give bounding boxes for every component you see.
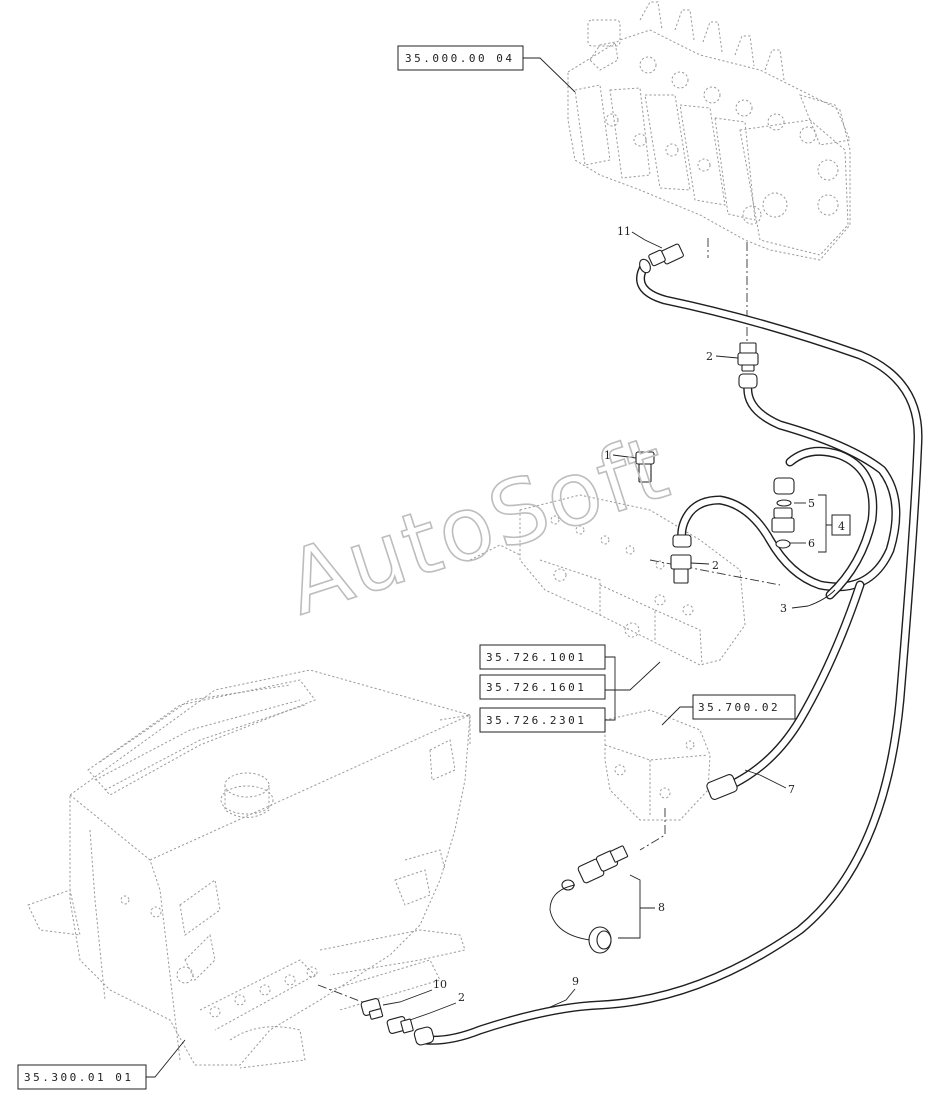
fitting-11: [639, 243, 684, 274]
svg-text:1: 1: [604, 449, 611, 462]
ref-box-mount-c[interactable]: 35.726.2301: [479, 707, 606, 733]
coupler-mount-block: [604, 709, 711, 821]
callout-10: 10: [382, 978, 447, 1006]
svg-text:35.726.1601: 35.726.1601: [486, 681, 586, 694]
ref-box-mount-a[interactable]: 35.726.1001: [479, 644, 606, 670]
leader-mounts: [605, 656, 661, 721]
svg-text:2: 2: [458, 991, 465, 1004]
fitting-2-mid: [670, 534, 692, 584]
callout-1: 1: [604, 449, 637, 462]
svg-text:35.726.1001: 35.726.1001: [486, 651, 586, 664]
ref-box-tank[interactable]: 35.300.01 01: [17, 1064, 147, 1090]
hose-return-long: [420, 260, 923, 1045]
callout-3: 3: [780, 589, 836, 615]
ref-box-mount-b[interactable]: 35.726.1601: [479, 674, 606, 700]
svg-text:2: 2: [706, 350, 713, 363]
callout-8: 8: [618, 874, 665, 939]
callout-7: 7: [744, 769, 795, 796]
svg-text:35.000.00 04: 35.000.00 04: [405, 52, 514, 65]
callout-11: 11: [617, 225, 663, 249]
callout-2-top: 2: [706, 350, 739, 363]
watermark: AutoSoft: [275, 415, 682, 635]
svg-text:5: 5: [808, 497, 815, 510]
leader-tank: [146, 1039, 186, 1078]
svg-text:3: 3: [780, 602, 787, 615]
svg-text:9: 9: [572, 975, 579, 988]
auxiliary-valve-body: [469, 494, 746, 666]
centerline-tank: [317, 984, 371, 1006]
ref-box-valve[interactable]: 35.000.00 04: [397, 45, 524, 71]
hose-7: [715, 580, 865, 795]
svg-text:7: 7: [788, 783, 795, 796]
callout-2-mid: 2: [690, 559, 719, 572]
callout-6: 6: [790, 537, 815, 550]
valve-spools: [605, 1, 839, 225]
fitting-2-top: [737, 342, 759, 389]
hose-coupler-loop: [785, 446, 878, 600]
callout-2-bottom: 2: [409, 991, 465, 1021]
callout-group-bracket: [818, 494, 832, 553]
svg-text:35.726.2301: 35.726.2301: [486, 714, 586, 727]
callout-4: 4: [831, 514, 851, 536]
fitting-6: [771, 507, 795, 549]
callout-5: 5: [794, 497, 815, 510]
svg-text:4: 4: [838, 520, 845, 533]
leader-valve: [523, 57, 576, 93]
fitting-2-bottom: [386, 1016, 435, 1046]
hydraulic-tank: [27, 669, 471, 1069]
centerline-coupler: [639, 808, 666, 851]
svg-text:2: 2: [712, 559, 719, 572]
fitting-5: [773, 477, 795, 507]
svg-text:8: 8: [658, 901, 665, 914]
fitting-1: [635, 451, 655, 483]
leader-coupler: [661, 706, 693, 726]
fitting-10: [360, 998, 384, 1020]
svg-text:35.300.01 01: 35.300.01 01: [24, 1071, 133, 1084]
svg-text:6: 6: [808, 537, 815, 550]
callout-9: 9: [547, 975, 579, 1009]
svg-text:10: 10: [433, 978, 447, 991]
control-valve-block: [567, 1, 851, 261]
ref-box-coupler[interactable]: 35.700.02: [692, 694, 796, 720]
hose-7-crimp: [706, 774, 738, 800]
svg-text:35.700.02: 35.700.02: [698, 701, 780, 714]
quick-coupler-8: [549, 845, 629, 954]
svg-text:11: 11: [617, 225, 631, 238]
